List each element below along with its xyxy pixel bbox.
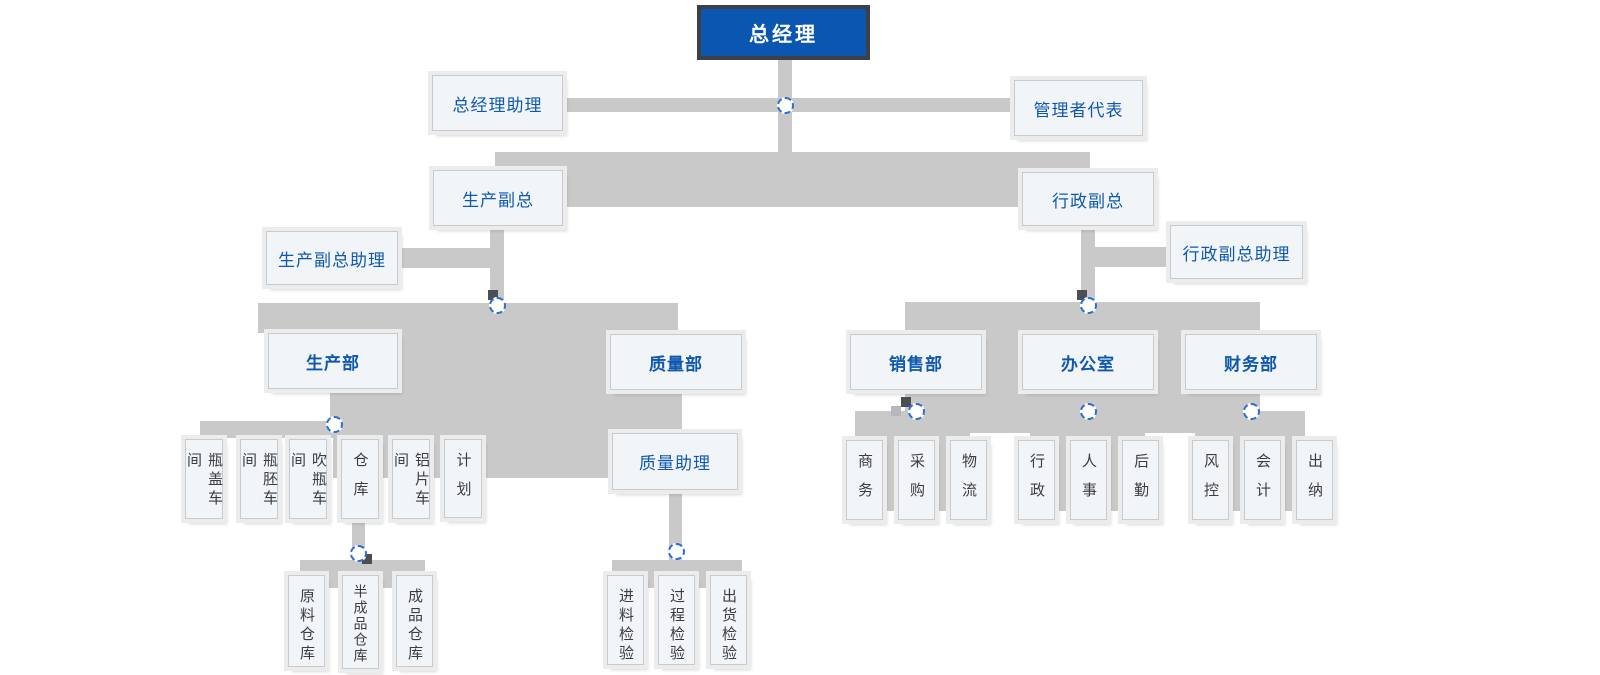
junction-circle-prodvp[interactable] xyxy=(489,297,506,314)
org-node-quality-assistant[interactable]: 质量助理 xyxy=(612,433,738,490)
junction-circle-gm[interactable] xyxy=(777,97,794,114)
connector-quality-drop2 xyxy=(669,490,682,560)
org-node-process-inspection[interactable]: 过程检验 xyxy=(658,575,695,665)
org-node-outgoing-inspection[interactable]: 出货检验 xyxy=(710,575,747,665)
org-node-purchasing[interactable]: 采购 xyxy=(898,440,935,520)
connector-prodvp-asst-bar xyxy=(398,248,497,268)
connector-workshop-band xyxy=(200,421,500,438)
org-node-preform-workshop[interactable]: 瓶胚车间 xyxy=(240,439,278,519)
drag-handle-adminvp[interactable] xyxy=(1077,290,1087,300)
org-node-logistics-support[interactable]: 后勤 xyxy=(1122,440,1159,520)
org-node-general-manager[interactable]: 总经理 xyxy=(697,5,870,60)
connector-quality-drop1 xyxy=(669,390,682,433)
org-node-admin-vp-assistant[interactable]: 行政副总助理 xyxy=(1170,225,1303,279)
org-node-production-dept[interactable]: 生产部 xyxy=(268,333,398,389)
junction-circle-quality[interactable] xyxy=(668,543,685,560)
org-node-planning[interactable]: 计划 xyxy=(444,439,482,518)
drag-handle-sales[interactable] xyxy=(901,397,911,407)
junction-circle-proddept[interactable] xyxy=(326,416,343,433)
org-node-semi-warehouse[interactable]: 半成品仓库 xyxy=(342,575,379,669)
org-node-administration[interactable]: 行政 xyxy=(1018,440,1055,520)
drag-handle-sales-secondary[interactable] xyxy=(891,406,901,416)
org-node-finance-dept[interactable]: 财务部 xyxy=(1185,334,1317,390)
junction-circle-office[interactable] xyxy=(1080,403,1097,420)
org-node-warehouse[interactable]: 仓库 xyxy=(341,439,379,519)
org-node-office[interactable]: 办公室 xyxy=(1022,334,1154,390)
org-node-management-representative[interactable]: 管理者代表 xyxy=(1014,80,1143,136)
org-node-accounting[interactable]: 会计 xyxy=(1244,440,1281,520)
org-node-production-vp[interactable]: 生产副总 xyxy=(433,170,563,226)
org-node-gm-assistant[interactable]: 总经理助理 xyxy=(432,75,563,131)
org-node-production-vp-assistant[interactable]: 生产副总助理 xyxy=(266,231,398,285)
org-node-logistics[interactable]: 物流 xyxy=(950,440,987,520)
drag-handle-prodvp[interactable] xyxy=(488,290,498,300)
junction-circle-sales[interactable] xyxy=(908,403,925,420)
junction-circle-warehouse[interactable] xyxy=(350,545,367,562)
connector-vp-band xyxy=(495,152,1090,207)
connector-proddept-stub xyxy=(330,389,338,421)
org-node-raw-warehouse[interactable]: 原料仓库 xyxy=(288,575,325,667)
org-node-business[interactable]: 商务 xyxy=(846,440,883,520)
org-node-incoming-inspection[interactable]: 进料检验 xyxy=(607,575,644,665)
connector-prodvp-drop xyxy=(490,226,504,303)
connector-adminvp-asst-bar xyxy=(1088,247,1170,267)
org-node-admin-vp[interactable]: 行政副总 xyxy=(1022,172,1154,226)
org-node-hr[interactable]: 人事 xyxy=(1070,440,1107,520)
org-node-blow-workshop[interactable]: 吹瓶车间 xyxy=(289,439,327,519)
org-node-finished-warehouse[interactable]: 成品仓库 xyxy=(396,575,433,667)
junction-circle-finance[interactable] xyxy=(1243,403,1260,420)
drag-handle-warehouse[interactable] xyxy=(362,554,372,564)
junction-circle-adminvp[interactable] xyxy=(1080,297,1097,314)
org-node-cap-workshop[interactable]: 瓶盖车间 xyxy=(185,439,223,519)
org-node-risk-control[interactable]: 风控 xyxy=(1192,440,1229,520)
org-node-aluminum-workshop[interactable]: 铝片车间 xyxy=(392,439,430,519)
org-node-sales-dept[interactable]: 销售部 xyxy=(850,334,982,390)
org-node-cashier[interactable]: 出纳 xyxy=(1296,440,1333,520)
org-node-quality-dept[interactable]: 质量部 xyxy=(610,334,742,390)
